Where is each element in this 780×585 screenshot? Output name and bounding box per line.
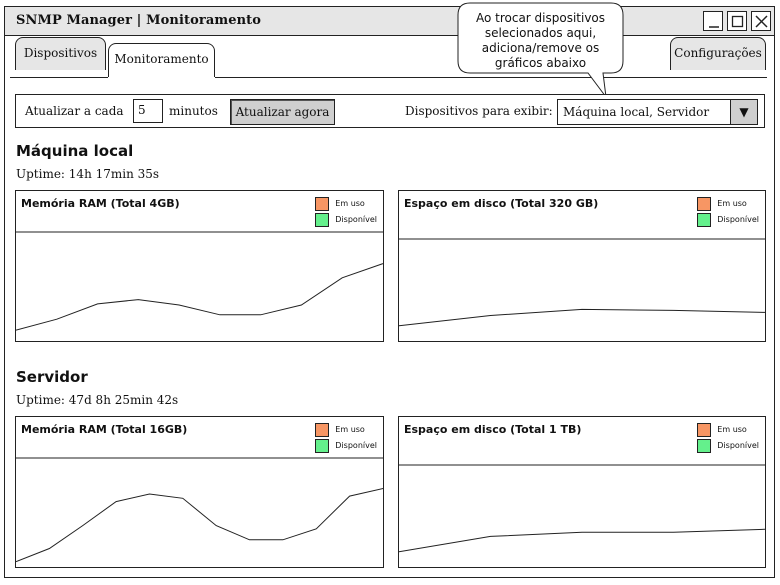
legend-swatch <box>315 423 330 437</box>
legend-in-use: Em uso <box>697 197 759 213</box>
usage-line <box>16 263 383 331</box>
legend-swatch <box>697 439 712 453</box>
tab-monitoramento[interactable]: Monitoramento <box>108 43 215 77</box>
legend-available: Disponível <box>697 213 759 229</box>
legend-swatch <box>697 423 712 437</box>
title-bar: SNMP Manager | Monitoramento <box>5 7 774 36</box>
device-section-title: Servidor <box>16 368 88 386</box>
legend-label: Disponível <box>335 215 377 224</box>
refresh-toolbar: Atualizar a cada 5 minutos Atualizar ago… <box>15 94 765 128</box>
usage-line <box>399 308 765 327</box>
legend-label: Disponível <box>335 441 377 450</box>
devices-label: Dispositivos para exibir: <box>405 104 553 118</box>
chart-plot <box>16 231 383 331</box>
callout-line: selecionados aqui, <box>484 26 597 40</box>
legend-available: Disponível <box>315 439 377 455</box>
chart-title: Memória RAM (Total 4GB) <box>21 197 180 210</box>
annotation-callout: Ao trocar dispositivos selecionados aqui… <box>457 2 624 99</box>
legend-label: Disponível <box>717 441 759 450</box>
device-uptime: Uptime: 47d 8h 25min 42s <box>16 393 179 407</box>
callout-bubble <box>457 2 624 99</box>
update-now-button[interactable]: Atualizar agora <box>230 99 335 125</box>
callout-line: adiciona/remove os <box>481 41 600 55</box>
legend-available: Disponível <box>697 439 759 455</box>
callout-line: Ao trocar dispositivos <box>475 11 606 25</box>
minimize-button[interactable] <box>703 11 723 31</box>
legend-swatch <box>315 439 330 453</box>
devices-select-value: Máquina local, Servidor <box>563 105 710 119</box>
chart-plot <box>16 457 383 563</box>
tab-panel-border <box>215 77 767 78</box>
refresh-interval-input[interactable]: 5 <box>133 99 163 123</box>
window-title: SNMP Manager | Monitoramento <box>16 13 261 28</box>
legend-swatch <box>315 197 330 211</box>
tab-monitoramento-label: Monitoramento <box>114 52 209 66</box>
legend-label: Em uso <box>717 199 747 208</box>
chart-title: Memória RAM (Total 16GB) <box>21 423 188 436</box>
chart-plot <box>399 238 765 327</box>
refresh-unit-label: minutos <box>169 104 218 118</box>
maximize-button[interactable] <box>727 11 747 31</box>
device-uptime: Uptime: 14h 17min 35s <box>16 167 160 181</box>
usage-line <box>399 528 765 553</box>
legend-label: Em uso <box>717 425 747 434</box>
maximize-icon <box>731 15 744 28</box>
chart-title: Espaço em disco (Total 1 TB) <box>404 423 582 436</box>
close-icon <box>755 15 768 28</box>
minimize-icon <box>709 26 719 28</box>
legend-label: Em uso <box>335 199 365 208</box>
dropdown-arrow-icon[interactable]: ▼ <box>730 100 757 124</box>
chart-plot <box>399 464 765 553</box>
legend-available: Disponível <box>315 213 377 229</box>
close-button[interactable] <box>751 11 771 31</box>
legend-label: Disponível <box>717 215 759 224</box>
refresh-interval-label: Atualizar a cada <box>25 104 124 118</box>
tab-panel-border <box>10 77 108 78</box>
legend-swatch <box>697 197 712 211</box>
legend-swatch <box>315 213 330 227</box>
device-section-title: Máquina local <box>16 142 134 160</box>
legend-swatch <box>697 213 712 227</box>
legend-label: Em uso <box>335 425 365 434</box>
tab-configuracoes[interactable]: Configurações <box>670 37 766 70</box>
devices-select[interactable]: Máquina local, Servidor ▼ <box>557 99 758 125</box>
callout-text: Ao trocar dispositivos selecionados aqui… <box>458 11 623 71</box>
legend-in-use: Em uso <box>697 423 759 439</box>
legend-in-use: Em uso <box>315 423 377 439</box>
tab-dispositivos[interactable]: Dispositivos <box>15 37 106 70</box>
legend-in-use: Em uso <box>315 197 377 213</box>
chart-title: Espaço em disco (Total 320 GB) <box>404 197 599 210</box>
usage-line <box>16 488 383 563</box>
callout-line: gráficos abaixo <box>494 56 587 70</box>
